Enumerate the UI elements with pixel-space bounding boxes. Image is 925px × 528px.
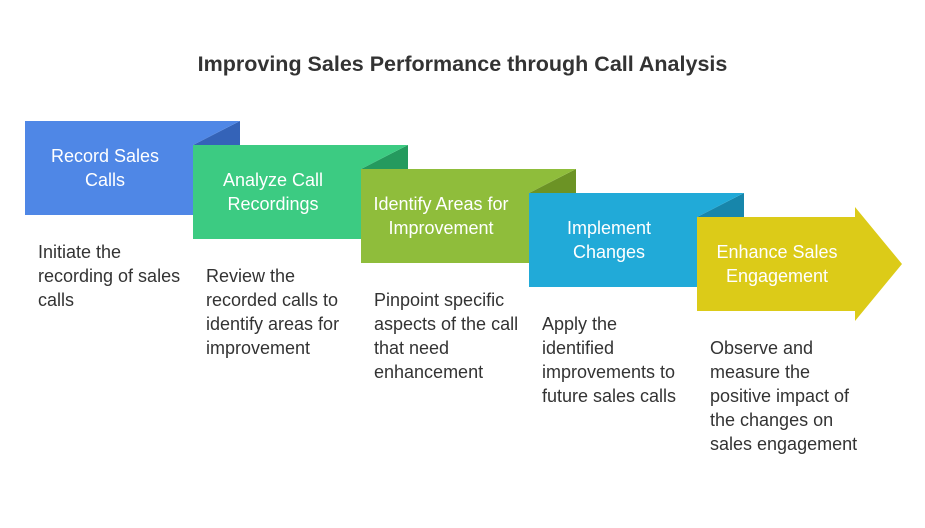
step-1-label: Record Sales Calls [50,146,160,190]
step-2-shape [193,145,408,239]
step-1-shape [25,121,240,215]
step-4-description: Apply the identified improvements to fut… [542,314,677,406]
step-2-description: Review the recorded calls to identify ar… [206,266,340,358]
step-4-shape [529,193,744,287]
step-5-arrow [697,207,902,321]
step-1-description: Initiate the recording of sales calls [38,242,181,310]
step-3-shape [361,169,576,263]
step-5-description: Observe and measure the positive impact … [710,338,858,454]
step-2-label: Analyze Call Recordings [222,170,324,214]
step-3-description: Pinpoint specific aspects of the call th… [374,290,519,382]
page-title: Improving Sales Performance through Call… [197,52,728,76]
step-5-label: Enhance Sales Engagement [716,242,838,286]
step-4-label: Implement Changes [566,218,652,262]
step-3-label: Identify Areas for Improvement [373,194,509,238]
